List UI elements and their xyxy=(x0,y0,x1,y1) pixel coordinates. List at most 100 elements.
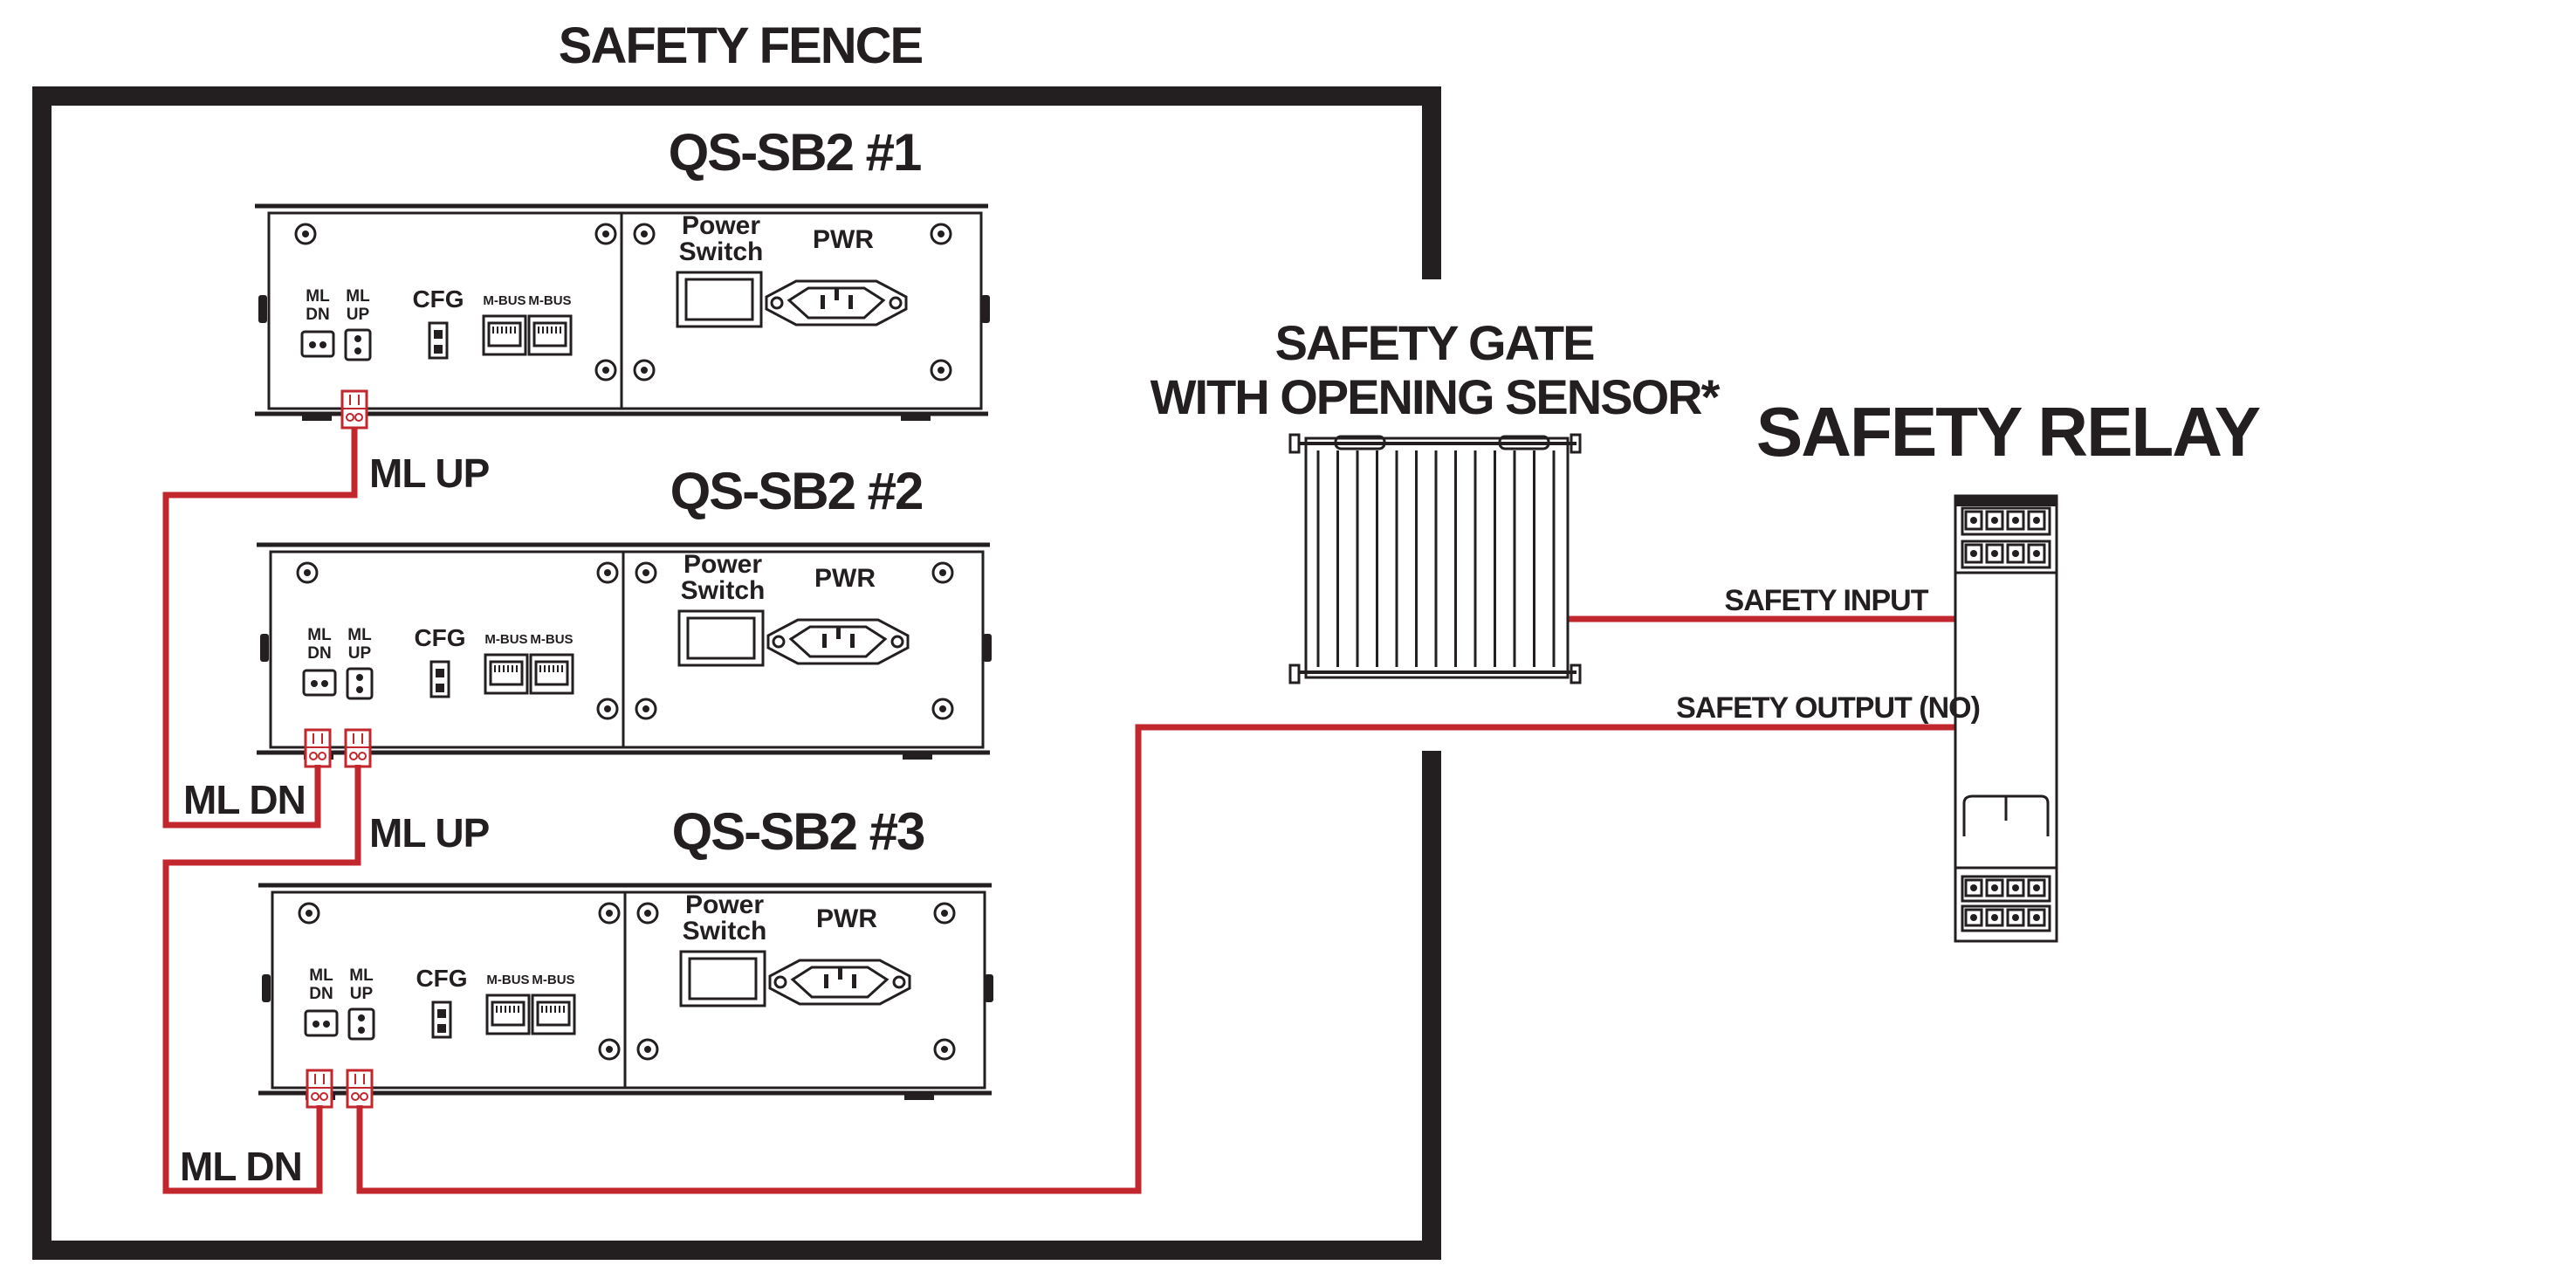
ml-plug-hole xyxy=(351,1092,360,1101)
mbus-port-inner xyxy=(536,1000,571,1027)
ml-dn-port-label-top: ML xyxy=(306,287,330,306)
screw-icon xyxy=(930,223,952,245)
screw-icon xyxy=(596,698,619,720)
relay-terminal xyxy=(2027,510,2046,531)
mbus-port-inner xyxy=(487,321,522,347)
relay-terminal xyxy=(1985,543,2004,564)
cfg-switch-knob xyxy=(437,1009,446,1018)
foot-right xyxy=(904,1095,934,1100)
ml-up-port-label-bottom: UP xyxy=(350,985,374,1003)
screw-icon xyxy=(594,359,617,382)
gate-latch xyxy=(1498,435,1550,450)
side-tab-right xyxy=(981,295,990,323)
ml-plug-hole xyxy=(354,413,363,422)
ml-plug-hole xyxy=(309,752,318,760)
pwr-screw xyxy=(892,975,906,989)
ml-dn-pin xyxy=(311,680,318,687)
cfg-label: CFG xyxy=(416,965,467,992)
screw-icon xyxy=(294,223,317,245)
mbus-port-inner xyxy=(534,660,569,686)
pwr-inlet-inner xyxy=(787,286,886,320)
cfg-switch-icon xyxy=(428,321,449,360)
gate-latch xyxy=(1334,435,1386,450)
screw-icon xyxy=(931,561,954,584)
device-3-title: QS-SB2 #3 xyxy=(672,802,924,861)
power-switch-label-line1: Power xyxy=(685,890,764,919)
relay-terminal xyxy=(1964,878,1983,897)
mbus-label-1: M-BUS xyxy=(484,632,527,647)
relay-terminal xyxy=(2006,510,2025,531)
screw-icon xyxy=(596,561,619,584)
mbus-port-icon xyxy=(531,994,576,1035)
cfg-switch-knob xyxy=(436,669,444,677)
screw-center xyxy=(938,367,945,374)
screw-center xyxy=(941,910,948,917)
pwr-label: PWR xyxy=(816,904,877,933)
power-switch-rocker xyxy=(686,616,756,660)
relay-terminal-block xyxy=(1961,875,2051,903)
pwr-pin xyxy=(838,967,842,980)
power-switch-label-line2: Switch xyxy=(683,917,767,945)
relay-terminal-screw xyxy=(2012,517,2019,524)
screw-icon xyxy=(594,223,617,245)
cfg-switch-icon xyxy=(429,660,450,698)
ml-plug-hole xyxy=(318,752,326,760)
screw-center xyxy=(302,230,309,237)
pwr-pin xyxy=(850,634,855,648)
power-switch-label-line2: Switch xyxy=(681,576,766,605)
mbus-port-icon xyxy=(485,994,531,1035)
relay-terminal xyxy=(2006,908,2025,927)
relay-terminal xyxy=(2027,543,2046,564)
cfg-switch-knob xyxy=(437,1024,446,1033)
ml-dn-pin xyxy=(319,341,326,348)
relay-terminal xyxy=(1985,878,2004,897)
screw-icon xyxy=(598,902,621,925)
relay-terminal-block xyxy=(1961,904,2051,932)
gate-mount xyxy=(1288,433,1301,454)
ml-dn-port-label-top: ML xyxy=(307,626,332,644)
screw-center xyxy=(602,367,609,374)
pwr-inlet-icon xyxy=(765,279,908,327)
mbus-port-icon xyxy=(527,314,573,356)
relay-terminal xyxy=(1985,510,2004,531)
relay-terminal xyxy=(1964,908,1983,927)
safety-gate-label-line2: WITH OPENING SENSOR* xyxy=(1151,369,1721,424)
mbus-port-icon xyxy=(529,653,574,695)
ml-wires xyxy=(162,428,1955,1194)
device-chassis xyxy=(271,890,986,1090)
screw-icon xyxy=(933,1038,956,1061)
pwr-inlet-icon xyxy=(768,959,911,1006)
cfg-switch-knob xyxy=(434,345,443,354)
ml-dn-port-label-top: ML xyxy=(309,966,333,985)
power-switch-label-line2: Switch xyxy=(679,237,764,266)
power-switch-icon xyxy=(679,950,766,1007)
pwr-pin xyxy=(835,288,839,300)
ml-plug-hole xyxy=(358,752,367,760)
ml-plug-hole xyxy=(349,752,358,760)
side-tab-right xyxy=(985,974,993,1002)
gate-frame xyxy=(1304,437,1570,679)
screw-center xyxy=(642,705,649,712)
device-2-title: QS-SB2 #2 xyxy=(670,462,923,520)
ml-up-pin xyxy=(358,1014,365,1021)
mbus-port-inner xyxy=(491,1000,526,1027)
safety-fence: SAFETY FENCE xyxy=(32,17,1441,1260)
ml-plug-hole xyxy=(319,1092,328,1101)
ml-dn-label-3: ML DN xyxy=(180,1144,302,1189)
foot-right xyxy=(901,416,931,421)
relay-terminal xyxy=(2027,908,2046,927)
screw-center xyxy=(606,1046,613,1053)
screw-icon xyxy=(635,698,657,720)
power-switch-rocker xyxy=(684,278,754,321)
screw-center xyxy=(602,230,609,237)
relay-terminal-screw xyxy=(1970,517,1977,524)
ml-up-pin xyxy=(358,1027,365,1034)
pwr-pin xyxy=(822,634,827,648)
pwr-pin xyxy=(821,295,825,309)
ml-up-port-label-top: ML xyxy=(347,626,372,644)
screw-center xyxy=(644,910,651,917)
device-chassis xyxy=(269,550,985,749)
relay-terminal xyxy=(1985,908,2004,927)
